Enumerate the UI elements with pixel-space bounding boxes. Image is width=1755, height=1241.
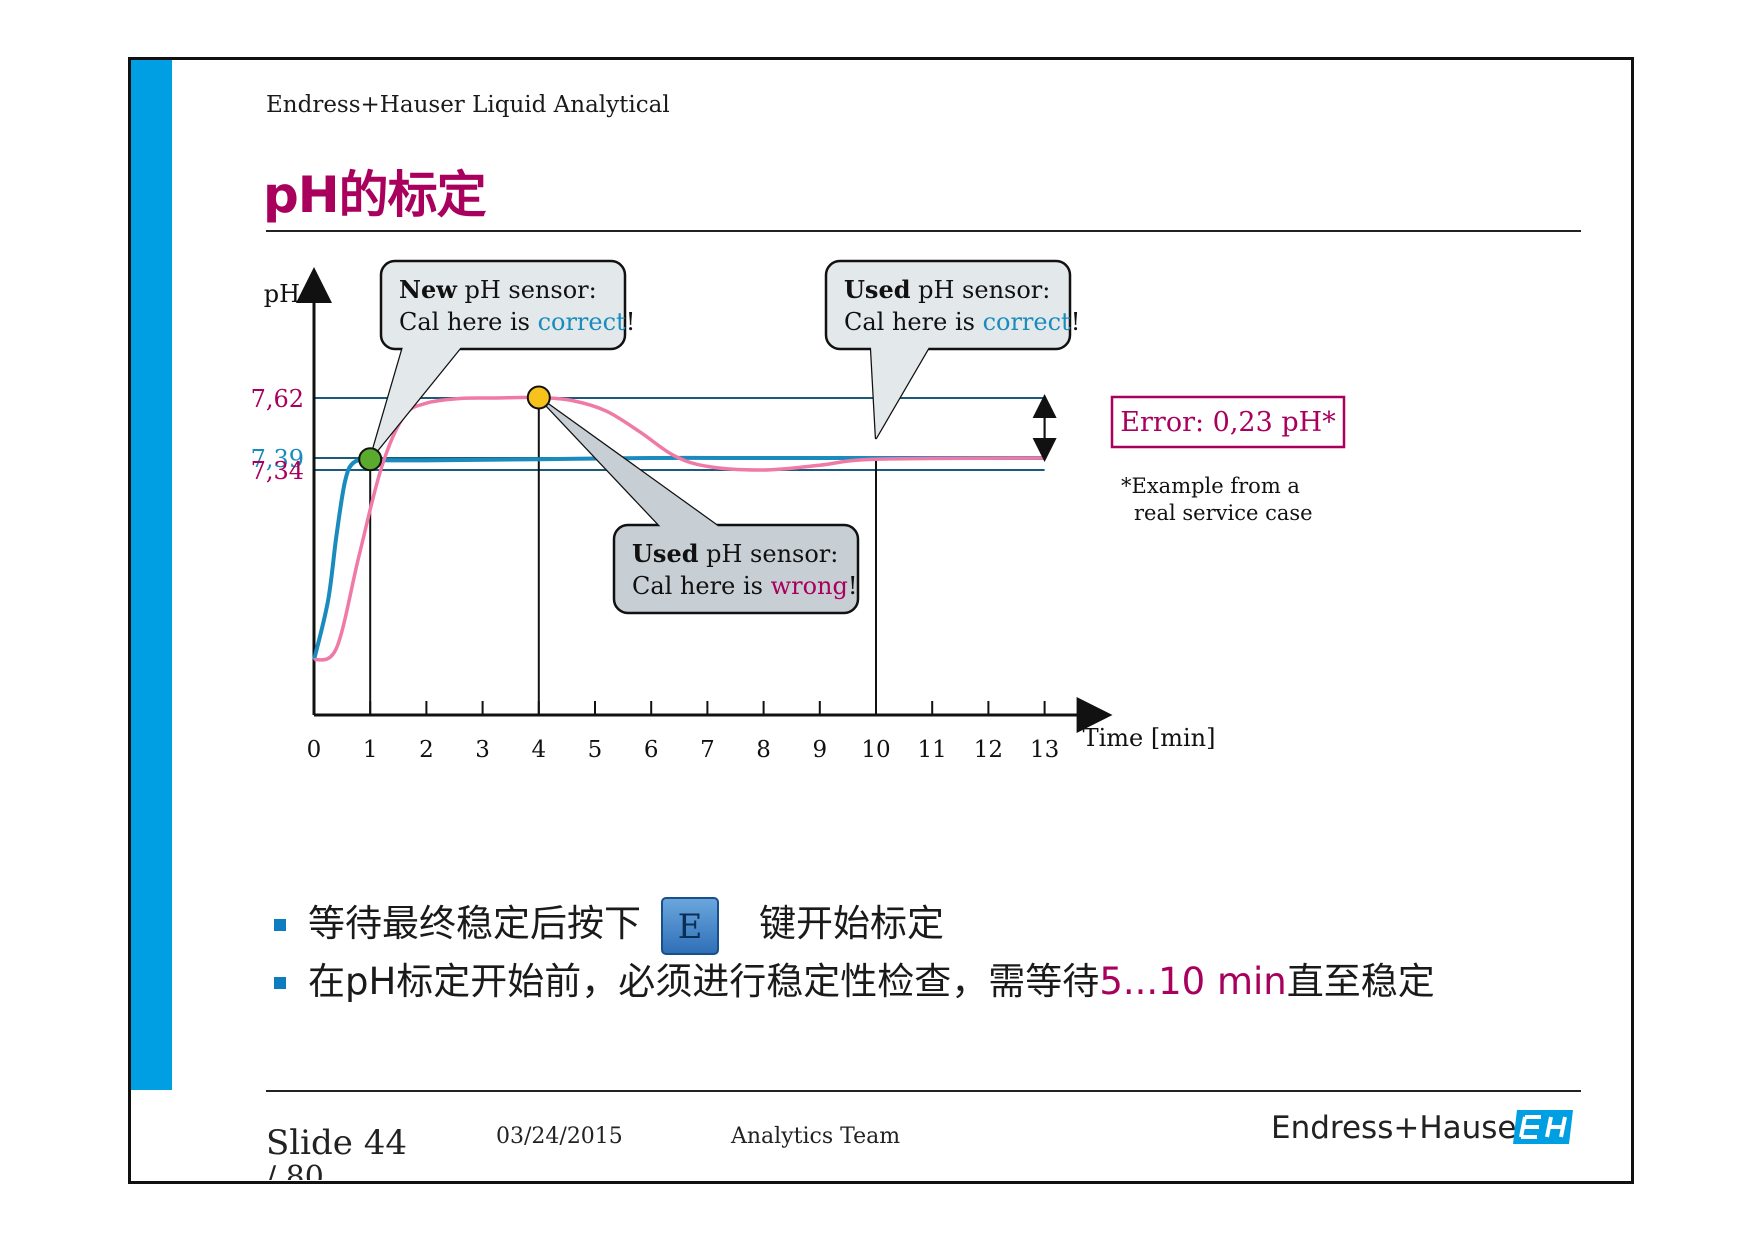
callout-box (612, 523, 860, 615)
x-tick-label: 6 (644, 737, 659, 763)
callout-box (379, 259, 627, 351)
x-tick-label: 3 (475, 737, 490, 763)
x-tick-label: 9 (812, 737, 827, 763)
bullet-highlight: 5...10 min (1099, 960, 1287, 1003)
accent-bar (131, 60, 172, 1090)
slide: Endress+Hauser Liquid Analytical pH的标定 N… (128, 57, 1634, 1184)
callout-line-2: Cal here is correct! (399, 308, 635, 336)
y-tick-label: 7,62 (251, 385, 304, 413)
calibration-point-marker (358, 447, 383, 472)
y-tick-label: 7,39 (251, 445, 304, 473)
bullet-item: 在pH标定开始前，必须进行稳定性检查，需等待5...10 min直至稳定 (266, 953, 1566, 1011)
bullet-text: 在pH标定开始前，必须进行稳定性检查，需等待 (308, 960, 1100, 1003)
x-tick-label: 5 (588, 737, 603, 763)
title-divider (266, 230, 1581, 232)
footnote-line: real service case (1134, 501, 1313, 525)
y-tick-label: 7,34 (251, 457, 304, 485)
eh-logo-icon (1513, 1110, 1573, 1144)
footnote-line: *Example from a (1121, 474, 1300, 498)
callout-line-1: Used pH sensor: (632, 539, 838, 568)
series-line-new-sensor (312, 455, 1045, 661)
slide-number: Slide 44 (266, 1123, 407, 1163)
series-line-used-sensor (313, 395, 1045, 662)
footer-team: Analytics Team (731, 1124, 901, 1149)
x-tick-label: 0 (307, 737, 322, 763)
callout-line-1: Used pH sensor: (844, 275, 1050, 304)
x-tick-label: 8 (756, 737, 771, 763)
x-axis-label: Time [min] (1083, 724, 1216, 752)
calibration-point-marker (526, 385, 551, 410)
footer-divider (266, 1090, 1581, 1092)
enter-key-icon: E (661, 896, 719, 955)
callout-box (824, 259, 1072, 351)
error-label: Error: 0,23 pH* (1120, 407, 1336, 438)
bullet-square (274, 919, 286, 931)
x-tick-label: 13 (1030, 737, 1059, 763)
x-tick-label: 2 (419, 737, 434, 763)
callout-line-2: Cal here is correct! (844, 308, 1080, 336)
x-tick-label: 4 (531, 737, 546, 763)
callout-line-2: Cal here is wrong! (632, 572, 858, 600)
callout-pointer-fill (871, 347, 929, 438)
callout-line-1: New pH sensor: (399, 275, 597, 304)
x-tick-label: 11 (918, 737, 947, 763)
company-name: Endress+Hauser Liquid Analytical (266, 92, 670, 118)
ph-calibration-chart: New pH sensor:Cal here is correct!Used p… (251, 259, 1346, 763)
bullet-list: 等待最终稳定后按下 E 键开始标定 在pH标定开始前，必须进行稳定性检查，需等待5.… (266, 895, 1566, 1011)
x-tick-label: 12 (974, 737, 1003, 763)
error-label-box (1110, 395, 1346, 449)
bullet-text: 等待最终稳定后按下 (308, 902, 641, 945)
slide-total: / 80 (266, 1160, 324, 1180)
slide-title: pH的标定 (263, 166, 487, 224)
y-axis-label: pH (264, 280, 300, 308)
bullet-square (274, 977, 286, 989)
callout-new-sensor: New pH sensor: Cal here is correct! (368, 259, 635, 461)
bullet-text: 直至稳定 (1286, 960, 1435, 1003)
x-tick-label: 10 (861, 737, 890, 763)
bullet-item: 等待最终稳定后按下 E 键开始标定 (266, 895, 1566, 955)
callout-pointer-fill (538, 397, 719, 527)
callout-pointer-fill (370, 347, 461, 460)
brand-name: Endress+Hauser (1271, 1110, 1530, 1146)
bullet-text: 键开始标定 (759, 902, 944, 945)
footer-date: 03/24/2015 (496, 1124, 623, 1149)
x-tick-label: 1 (363, 737, 378, 763)
callout-used-sensor-wrong: Used pH sensor: Cal here is wrong! (537, 396, 860, 615)
callout-used-sensor-correct: Used pH sensor: Cal here is correct! (824, 259, 1080, 440)
x-tick-label: 7 (700, 737, 715, 763)
